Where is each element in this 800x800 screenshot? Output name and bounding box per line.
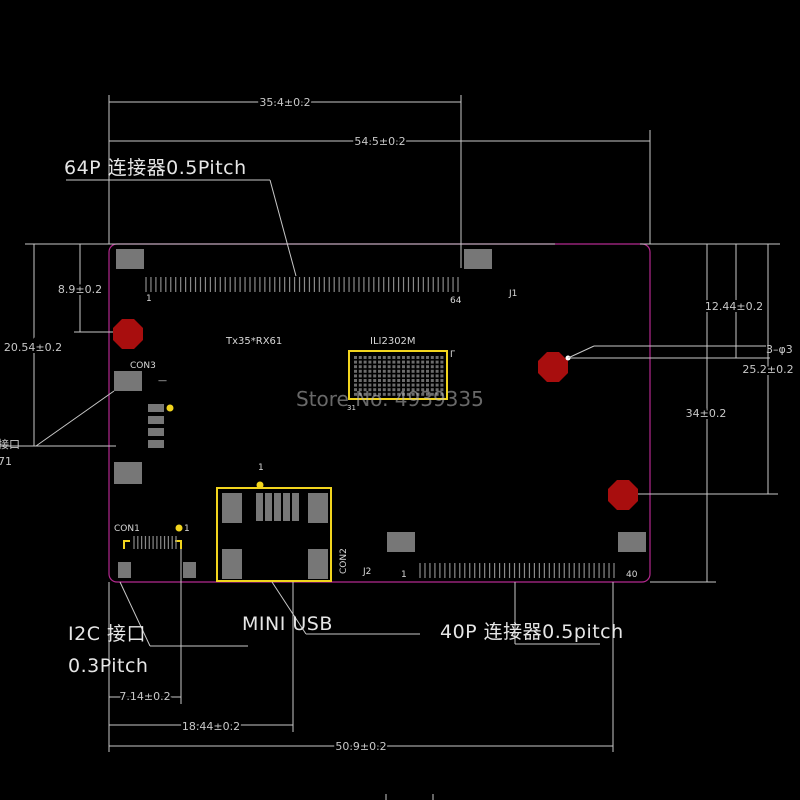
chip-mark: Γ [450, 350, 455, 360]
dimension-lines [0, 95, 780, 752]
chip-pin-label: 31 [347, 404, 356, 412]
connector-j1: 1 64 J1 [116, 249, 517, 306]
mount-hole-left [113, 319, 143, 349]
dim-left-cut-2: 71 [0, 455, 12, 468]
board-outline [108, 243, 651, 583]
callout-64p-connector: 64P 连接器0.5Pitch [64, 157, 247, 179]
con1-pin: 1 [184, 524, 190, 534]
callout-i2c-line2: 0.3Pitch [68, 655, 148, 677]
mount-hole-right-top [538, 352, 568, 382]
dim-left-cut-1: 接口 [0, 438, 20, 451]
chip-label: ILI2302M [370, 336, 416, 347]
connector-con3: CON3 — [35, 361, 174, 484]
mount-hole-right-bottom [608, 480, 638, 510]
dim-width-top: 35.4±0.2 [259, 96, 310, 109]
dim-right-hole-2: 25.2±0.2 [742, 363, 793, 376]
callout-mini-usb: MINI USB [242, 613, 333, 635]
dim-left-con3: 20.54±0.2 [4, 341, 62, 354]
dim-height-overall: 34±0.2 [686, 407, 727, 420]
callout-i2c-line1: I2C 接口 [68, 623, 146, 645]
dim-right-hole-1: 12.44±0.2 [705, 300, 763, 313]
con3-dash: — [158, 376, 167, 386]
dim-bottom-i2c: 7.14±0.2 [119, 690, 170, 703]
callout-leaders [66, 179, 766, 647]
j1-pin-first: 1 [146, 294, 152, 304]
connector-mini-usb: 1 CON2 [216, 463, 349, 582]
usb-pin: 1 [258, 463, 264, 473]
j2-label: J2 [362, 567, 371, 577]
connector-j2: J2 1 40 [362, 532, 646, 580]
dim-left-j1: 8.9±0.2 [58, 283, 102, 296]
connector-con1: CON1 1 [114, 524, 196, 578]
j2-pin-last: 40 [626, 570, 638, 580]
board-model-label: Tx35*RX61 [225, 336, 282, 347]
store-watermark: Store No. 4939335 [296, 387, 484, 411]
chip-ili2302m: Γ 31 [347, 350, 455, 412]
dim-width-overall: 54.5±0.2 [354, 135, 405, 148]
dim-holes-label: 3–φ3 [766, 343, 793, 356]
callout-40p-connector: 40P 连接器0.5pitch [440, 621, 624, 643]
j1-pin-last: 64 [450, 296, 462, 306]
con1-label: CON1 [114, 524, 140, 534]
j1-label: J1 [508, 289, 517, 299]
con3-label: CON3 [130, 361, 156, 371]
dim-bottom-usb: 18.44±0.2 [182, 720, 240, 733]
con2-label: CON2 [339, 548, 349, 574]
dim-bottom-overall: 50.9±0.2 [335, 740, 386, 753]
j2-pin-first: 1 [401, 570, 407, 580]
